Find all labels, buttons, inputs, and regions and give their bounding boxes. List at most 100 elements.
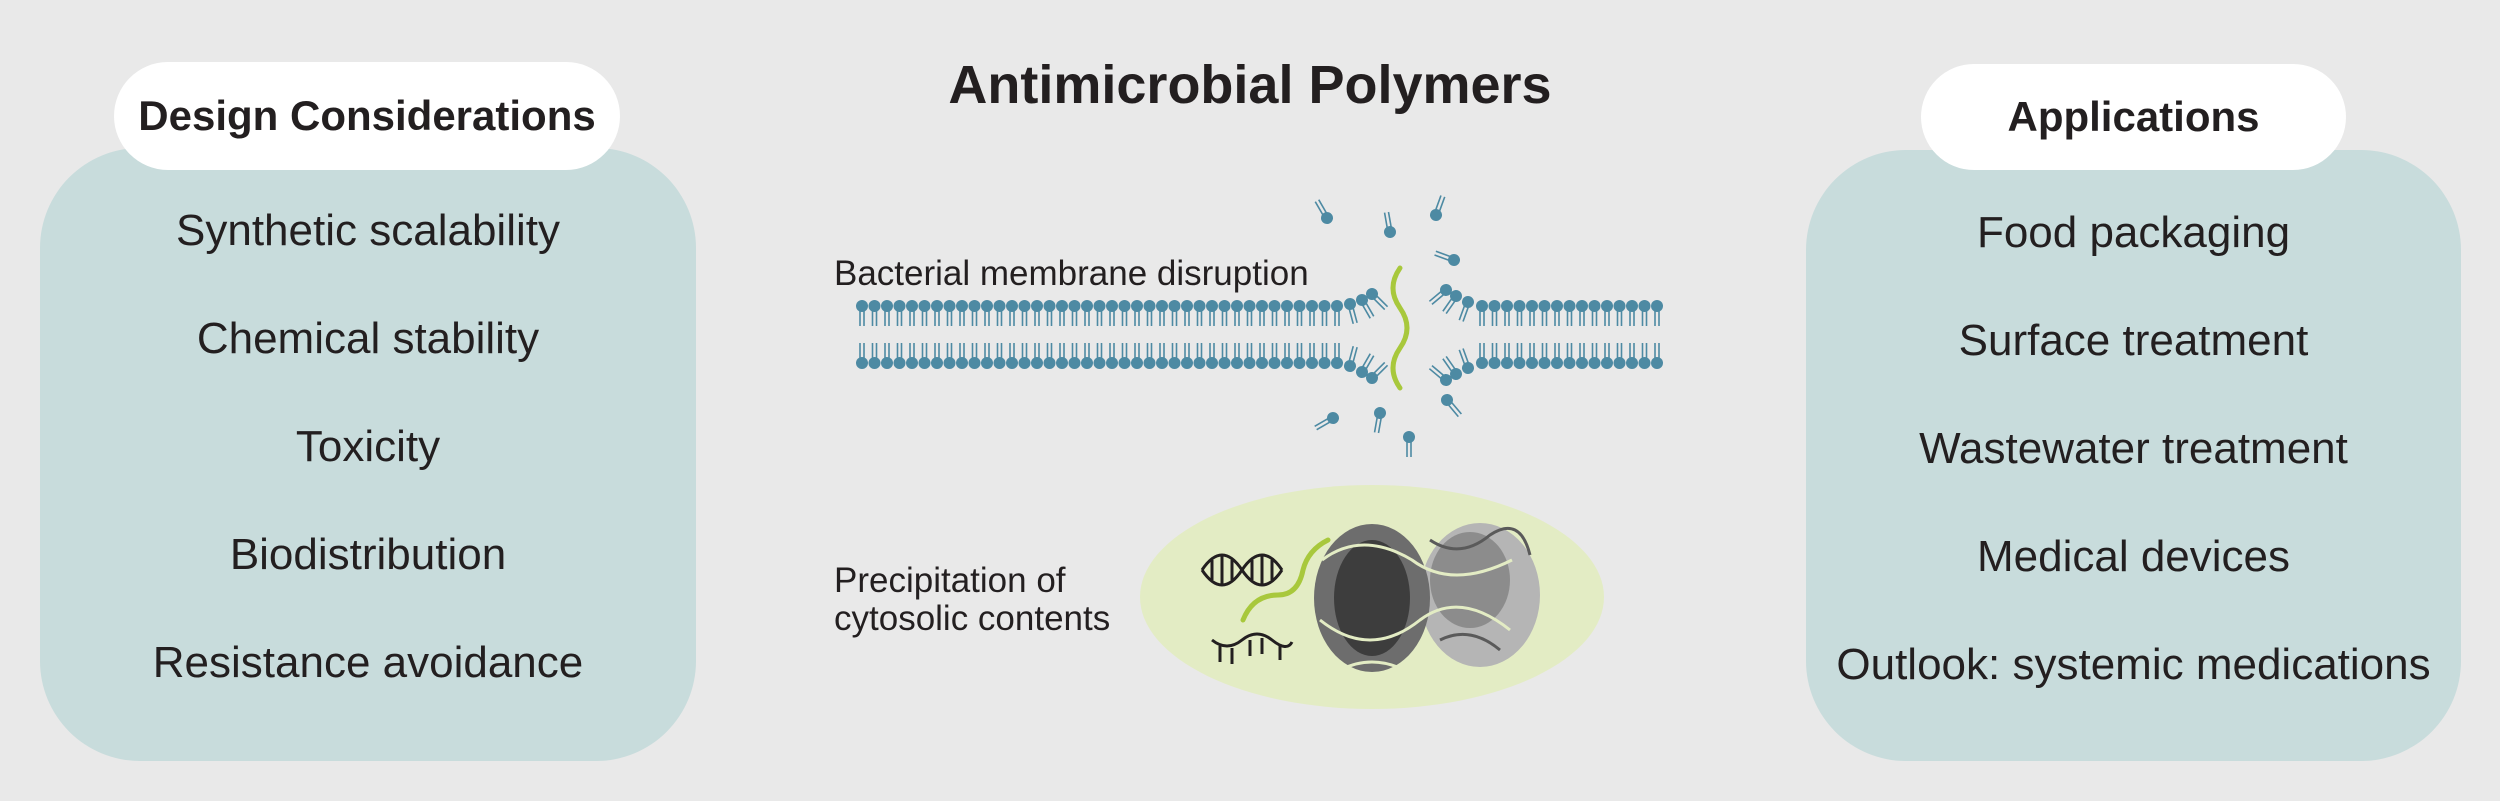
lipid-molecule (881, 300, 893, 326)
lipid-molecule (1081, 343, 1093, 369)
lipid-molecule (931, 300, 943, 326)
dna-helix-icon (1200, 553, 1284, 587)
lipid-molecule (1193, 300, 1206, 326)
lipid-molecule (1243, 343, 1256, 369)
lipid-molecule (1093, 300, 1106, 326)
lipid-molecule (1056, 343, 1068, 369)
lipid-molecule (1293, 300, 1306, 326)
lipid-bilayer-membrane (856, 284, 1663, 386)
lipid-molecule (1356, 353, 1375, 378)
page-title: Antimicrobial Polymers (948, 55, 1552, 115)
lipid-molecule (1006, 300, 1018, 326)
rna-strand-icon (1211, 632, 1294, 664)
lipid-molecule (881, 343, 893, 369)
lipid-molecule (1018, 300, 1031, 326)
released-lipids (1314, 195, 1463, 457)
lipid-molecule (1601, 343, 1613, 369)
lipid-molecule (1428, 364, 1452, 386)
lipid-molecule (856, 343, 868, 369)
lipid-molecule (893, 343, 906, 369)
lipid-molecule (1031, 343, 1043, 369)
polymer-strand-cell (1240, 537, 1331, 623)
lipid-molecule (1576, 300, 1588, 326)
lipid-molecule (1281, 300, 1293, 326)
lipid-molecule (1538, 300, 1551, 326)
lipid-molecule (1131, 343, 1143, 369)
lipid-molecule (1588, 300, 1601, 326)
lipid-molecule (1156, 300, 1168, 326)
lipid-molecule (1476, 300, 1488, 326)
lipid-molecule (993, 343, 1006, 369)
lipid-molecule (1306, 300, 1318, 326)
lipid-molecule (1442, 290, 1462, 314)
lipid-molecule (968, 300, 981, 326)
lipid-molecule (1458, 348, 1474, 374)
lipid-molecule (1018, 343, 1031, 369)
list-item: Outlook: systemic medications (1836, 640, 2431, 689)
lipid-molecule (1314, 199, 1333, 224)
lipid-molecule (1638, 300, 1651, 326)
lipid-molecule (943, 343, 956, 369)
lipid-molecule (1434, 250, 1460, 266)
lipid-molecule (1206, 300, 1218, 326)
lipid-molecule (993, 300, 1006, 326)
lipid-molecule (1442, 356, 1462, 380)
lipid-molecule (1563, 343, 1576, 369)
list-item: Resistance avoidance (152, 638, 584, 687)
lipid-molecule (1430, 195, 1446, 221)
lipid-molecule (1031, 300, 1043, 326)
applications-panel (1806, 150, 2461, 761)
lipid-molecule (1651, 343, 1663, 369)
lipid-molecule (981, 300, 993, 326)
lipid-molecule (1651, 300, 1663, 326)
precipitation-label-line2: cytosolic contents (834, 599, 1111, 638)
lipid-molecule (1193, 343, 1206, 369)
lipid-molecule (1638, 343, 1651, 369)
lipid-molecule (1256, 300, 1268, 326)
lipid-molecule (1281, 343, 1293, 369)
lipid-molecule (1068, 343, 1081, 369)
lipid-molecule (1331, 300, 1343, 326)
applications-heading: Applications (1921, 64, 2346, 170)
lipid-molecule (1626, 300, 1638, 326)
list-item: Wastewater treatment (1919, 424, 2348, 473)
lipid-molecule (1356, 294, 1375, 319)
lipid-molecule (1476, 343, 1488, 369)
lipid-molecule (1601, 300, 1613, 326)
lipid-molecule (1458, 296, 1474, 322)
lipid-molecule (1576, 343, 1588, 369)
design-considerations-heading: Design Considerations (114, 62, 620, 170)
lipid-molecule (1268, 300, 1281, 326)
lipid-molecule (1056, 300, 1068, 326)
lipid-molecule (1563, 300, 1576, 326)
lipid-molecule (1256, 343, 1268, 369)
lipid-molecule (1314, 412, 1339, 431)
lipid-molecule (1526, 343, 1538, 369)
polymer-strand-membrane (1390, 265, 1410, 391)
lipid-molecule (1513, 300, 1526, 326)
lipid-molecule (1143, 343, 1156, 369)
lipid-molecule (906, 343, 918, 369)
lipid-molecule (1143, 300, 1156, 326)
lipid-molecule (906, 300, 918, 326)
lipid-molecule (1293, 343, 1306, 369)
list-item: Chemical stability (196, 314, 540, 363)
lipid-molecule (1383, 211, 1397, 238)
lipid-molecule (1231, 343, 1243, 369)
lipid-molecule (1441, 394, 1463, 418)
lipid-molecule (1513, 343, 1526, 369)
lipid-molecule (943, 300, 956, 326)
lipid-molecule (1331, 343, 1343, 369)
lipid-molecule (1551, 300, 1563, 326)
lipid-molecule (1526, 300, 1538, 326)
lipid-molecule (1068, 300, 1081, 326)
lipid-molecule (1501, 343, 1513, 369)
lipid-molecule (981, 343, 993, 369)
list-item: Biodistribution (229, 530, 507, 579)
lipid-molecule (1428, 284, 1452, 306)
lipid-molecule (856, 300, 868, 326)
lipid-molecule (1043, 300, 1056, 326)
lipid-molecule (868, 300, 881, 326)
lipid-molecule (1626, 343, 1638, 369)
